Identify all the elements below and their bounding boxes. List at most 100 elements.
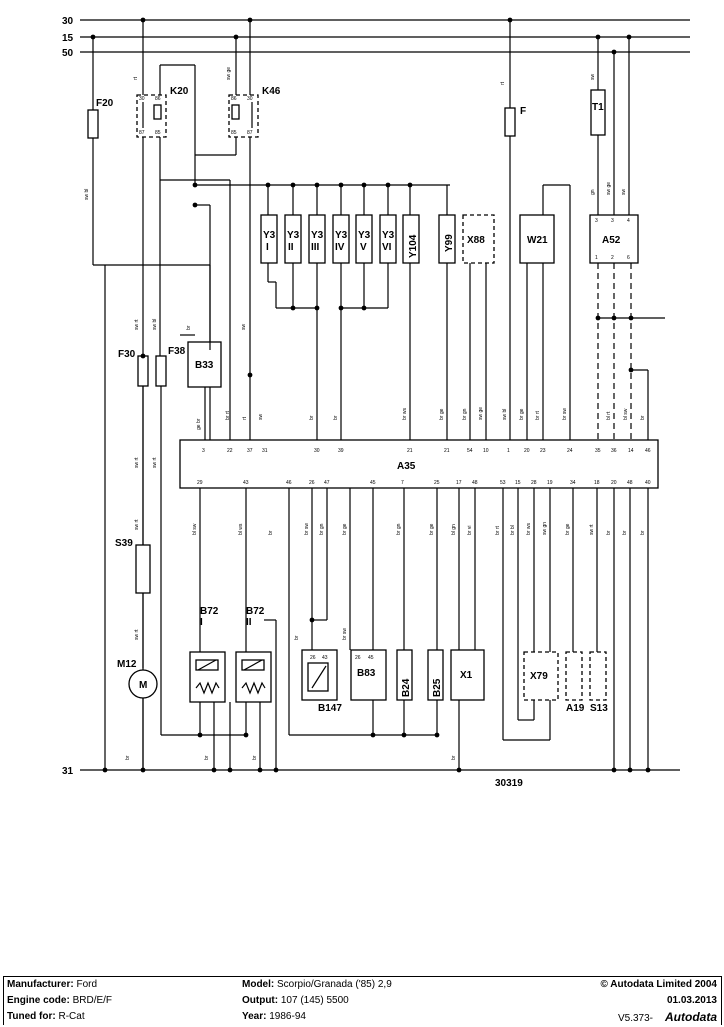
wc-40: sw gn	[542, 522, 548, 535]
wc-53: br	[451, 755, 457, 760]
model-value: Scorpio/Granada ('85) 2,9	[277, 979, 392, 990]
a35-bottom-pin-18: 48	[627, 480, 633, 486]
a35-top-pin-18: 46	[645, 448, 651, 454]
valve-y99: Y99	[438, 214, 456, 440]
junction-dot	[233, 34, 239, 40]
a52-pin-bottom-2: 2	[611, 255, 614, 261]
wc-33: br gn	[396, 523, 402, 535]
a35-bottom-pin-7: 7	[401, 480, 404, 486]
wc-11: br ws	[402, 408, 408, 420]
m12-symbol: M	[139, 680, 147, 691]
a35-bottom-pin-11: 53	[500, 480, 506, 486]
wc-6: br rt	[225, 411, 231, 421]
junction-dot	[361, 305, 367, 311]
sensor-b25: B25	[427, 488, 444, 735]
y3-v-label: Y3	[358, 230, 371, 241]
valve-y104: Y104	[402, 214, 420, 440]
wc-16: br ge	[519, 408, 525, 420]
k20-wire-color: rt	[133, 76, 139, 80]
wc-50: br	[125, 755, 131, 760]
x79-label: X79	[530, 671, 548, 682]
junction-dot	[247, 17, 253, 23]
k20-pin-85: 85	[155, 130, 161, 136]
junction-dot	[140, 353, 146, 359]
junction-dot	[611, 767, 617, 773]
output-value: 107 (145) 5500	[280, 995, 349, 1006]
f38-label: F38	[168, 346, 186, 357]
y3-iii-roman: III	[311, 242, 320, 253]
y3-iii-label: Y3	[311, 230, 324, 241]
a35-bottom-pin-6: 45	[370, 480, 376, 486]
k20-pin-87: 87	[139, 130, 145, 136]
y3-iv-label: Y3	[335, 230, 348, 241]
sensor-b147: B147 26 43	[288, 488, 437, 736]
junction-dot	[243, 732, 249, 738]
wc-43: br	[606, 530, 612, 535]
b72-i-label: B72	[200, 606, 219, 617]
b147-label: B147	[318, 703, 342, 714]
a35-top-pin-9: 54	[467, 448, 473, 454]
wc-21: bl sw	[623, 408, 629, 420]
a35-bottom-pin-4: 26	[309, 480, 315, 486]
wc-17: br rt	[535, 411, 541, 421]
junction-dot	[401, 732, 407, 738]
junction-dot	[628, 367, 634, 373]
wc-28: bl ws	[238, 523, 244, 535]
motor-m12: M M12	[117, 659, 158, 770]
wc-8: sw	[258, 414, 264, 421]
junction-dot	[595, 315, 601, 321]
m12-label: M12	[117, 659, 137, 670]
junction-dot	[611, 315, 617, 321]
a35-bottom-pin-19: 40	[645, 480, 651, 486]
wc-25: sw rt	[134, 629, 140, 640]
junction-dot	[227, 767, 233, 773]
wc-52: br	[252, 755, 258, 760]
x1-label: X1	[460, 670, 473, 681]
version: V5.373-	[617, 1013, 653, 1024]
junction-dot	[626, 34, 632, 40]
a35-top-pin-1: 3	[202, 448, 205, 454]
diagram-number: 30319	[495, 778, 523, 789]
junction-dot	[192, 182, 198, 188]
junction-dot	[265, 182, 271, 188]
x88-label: X88	[467, 235, 485, 246]
a35-bottom-pin-12: 15	[515, 480, 521, 486]
wc-27: bl sw	[192, 523, 198, 535]
k46-pin-87: 87	[247, 130, 253, 136]
a35-top-pin-2: 22	[227, 448, 233, 454]
sensor-b33: B33	[180, 334, 222, 440]
junction-dot	[385, 182, 391, 188]
b72-i-roman: I	[200, 617, 203, 628]
wc-48: sw	[621, 189, 627, 196]
wc-5: ge br	[196, 418, 202, 430]
y3-ii-label: Y3	[287, 230, 300, 241]
a35-bottom-pin-8: 25	[434, 480, 440, 486]
a35-bottom-pin-17: 20	[611, 480, 617, 486]
wc-13: br gn	[462, 408, 468, 420]
b83-label: B83	[357, 668, 376, 679]
wc-9: br	[309, 415, 315, 420]
manufacturer-label: Manufacturer:	[7, 979, 74, 990]
junction-dot	[314, 305, 320, 311]
a35-bottom-pin-15: 34	[570, 480, 576, 486]
y3-ii-roman: II	[288, 242, 294, 253]
a35-bottom-pin-13: 28	[531, 480, 537, 486]
a35-top-pin-11: 1	[507, 448, 510, 454]
wc-38: br bl	[510, 525, 516, 535]
connector-x79: X79	[502, 488, 559, 741]
y3-vi-label: Y3	[382, 230, 395, 241]
wc-20: bl rt	[606, 411, 612, 420]
junction-dot	[456, 767, 462, 773]
y99-label: Y99	[444, 234, 455, 252]
w21-label: W21	[527, 235, 548, 246]
a35-bottom-pin-2: 43	[243, 480, 249, 486]
rail-31-label: 31	[62, 766, 74, 777]
wc-12: br ge	[439, 408, 445, 420]
junction-dot	[434, 732, 440, 738]
wc-18: br sw	[562, 408, 568, 420]
injector-y3-iv: Y3 IV	[332, 214, 350, 264]
year-label: Year:	[242, 1011, 267, 1022]
f20-label: F20	[96, 98, 114, 109]
